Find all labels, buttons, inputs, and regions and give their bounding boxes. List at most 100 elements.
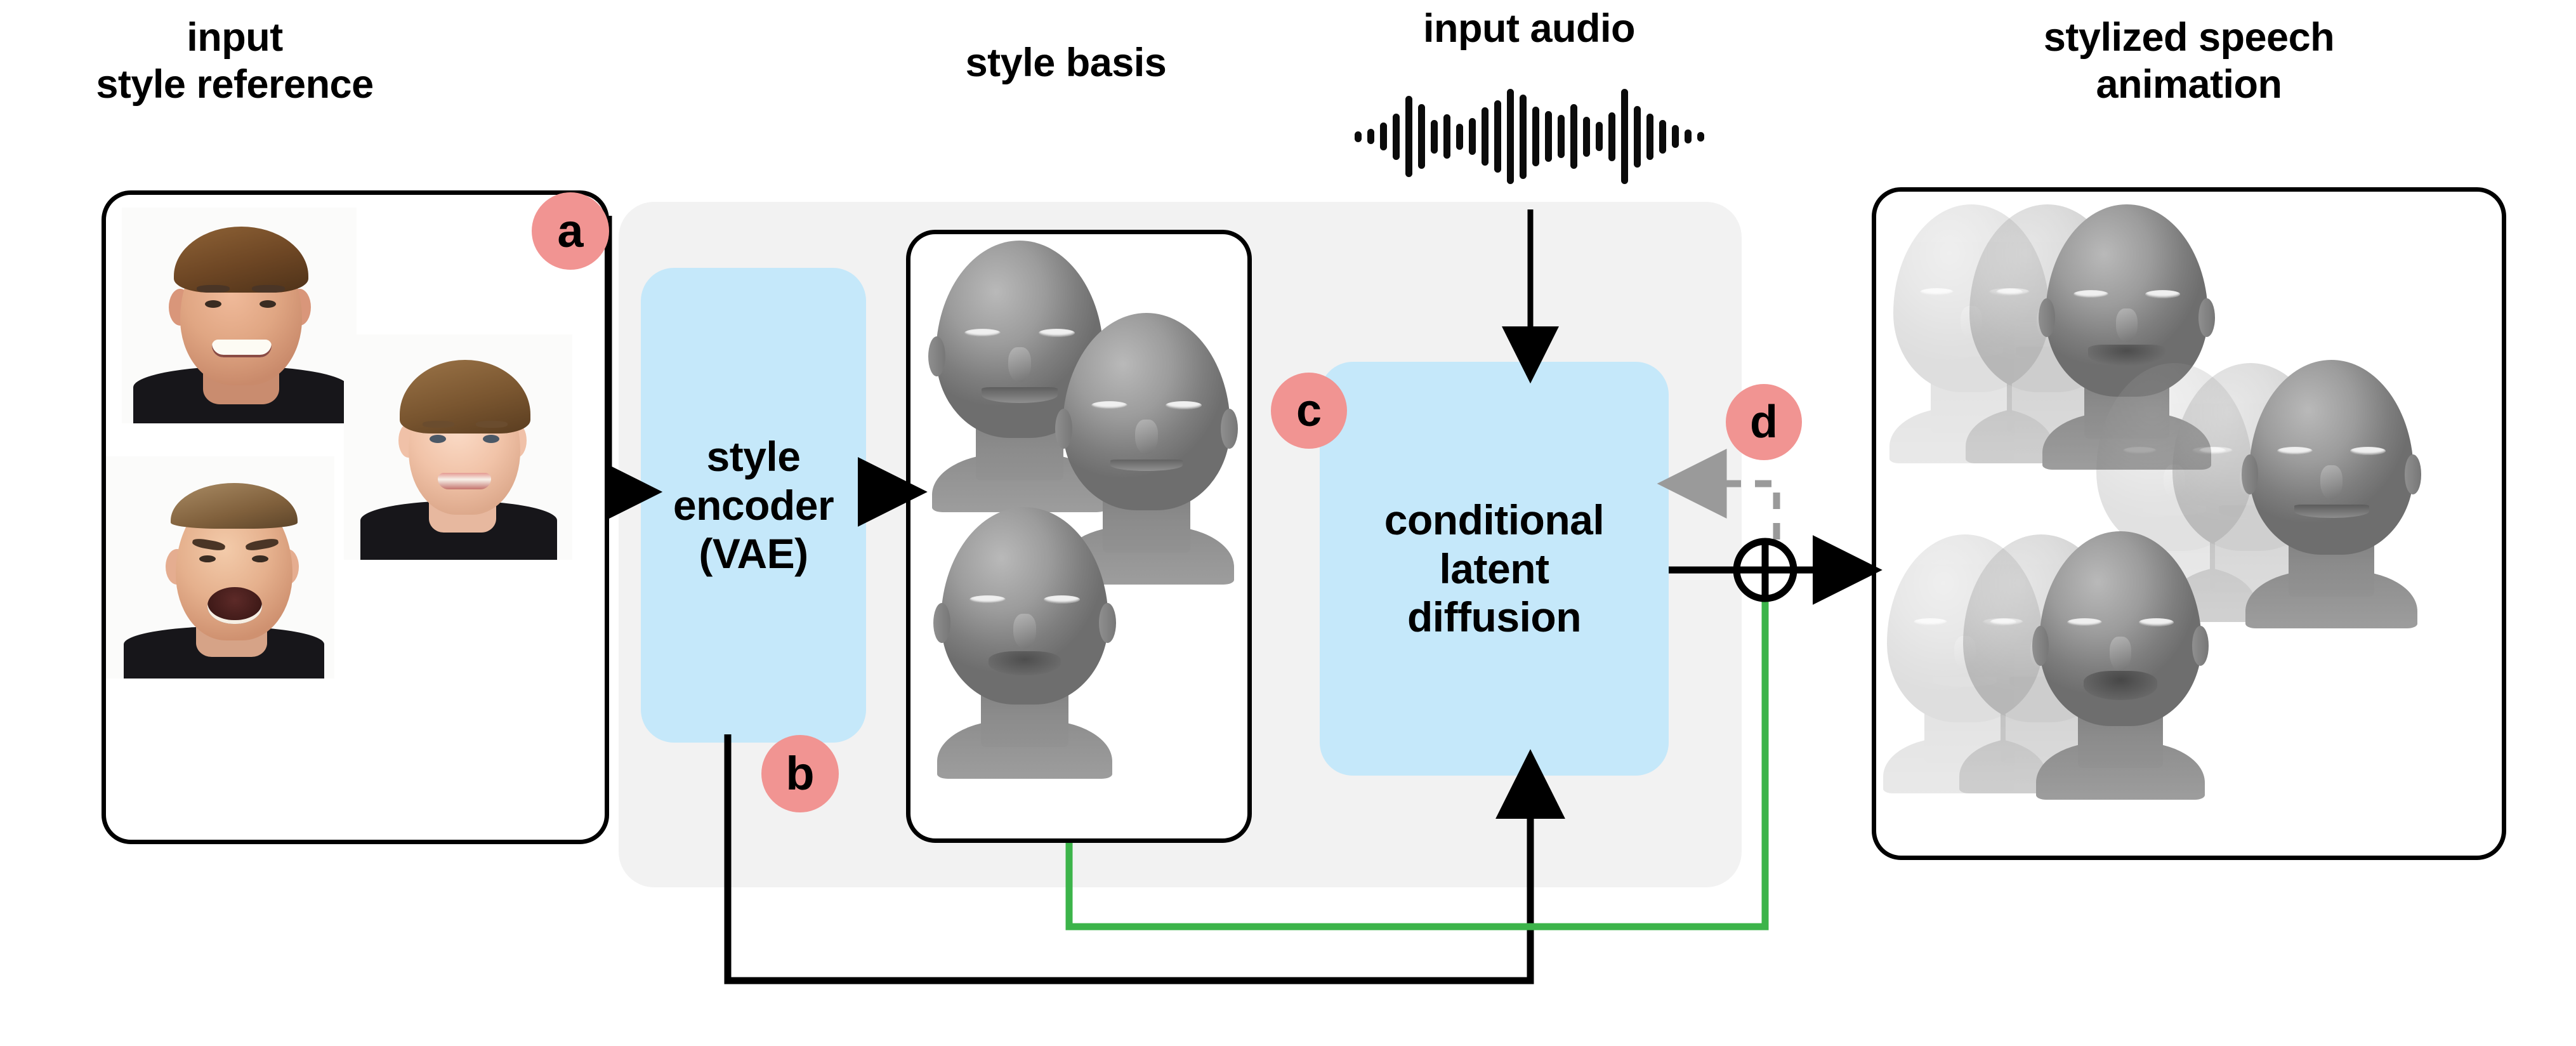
mesh-cranium bbox=[1893, 204, 2050, 392]
caption-style-basis: style basis bbox=[965, 41, 1167, 85]
waveform-bar bbox=[1456, 123, 1463, 150]
mesh-ear-left bbox=[2032, 626, 2049, 666]
mesh-ear-left bbox=[928, 336, 945, 377]
mesh-eye-right bbox=[1983, 618, 2017, 626]
waveform-bar bbox=[1430, 119, 1438, 154]
mesh-eye-left bbox=[2198, 447, 2233, 455]
mouth-smiling bbox=[212, 340, 272, 357]
waveform-bar bbox=[1608, 112, 1615, 161]
eye-right bbox=[252, 555, 268, 562]
mesh-nose bbox=[1013, 614, 1036, 649]
style-reference-photo-smiling-woman bbox=[344, 334, 572, 560]
mouth-open-shouting bbox=[207, 587, 262, 624]
mesh-cranium bbox=[1886, 534, 2044, 722]
style-basis-mesh-2 bbox=[1051, 313, 1242, 585]
badge-d-label: d bbox=[1750, 397, 1778, 447]
mesh-eye-right bbox=[2350, 446, 2386, 455]
style-reference-photo-smiling-man bbox=[122, 208, 357, 423]
brow-right bbox=[252, 285, 285, 293]
input-audio-waveform bbox=[1320, 89, 1738, 184]
waveform-bar bbox=[1633, 105, 1641, 168]
mesh-nose bbox=[1961, 306, 1982, 339]
mesh-nose bbox=[1008, 347, 1031, 382]
mesh-cranium bbox=[1063, 313, 1230, 510]
mesh-eye-left bbox=[969, 595, 1006, 604]
mesh-eye-right bbox=[2192, 447, 2226, 455]
mesh-nose bbox=[2164, 465, 2185, 498]
mesh-nose bbox=[2115, 308, 2138, 343]
style-basis-box bbox=[906, 230, 1252, 843]
mesh-eye-left bbox=[1091, 401, 1127, 409]
waveform-bar bbox=[1646, 113, 1653, 160]
mesh-mouth bbox=[1933, 677, 1997, 687]
waveform-bar bbox=[1405, 96, 1412, 177]
waveform-bar bbox=[1582, 116, 1590, 157]
mesh-mouth-open-smile bbox=[2088, 345, 2165, 366]
mesh-eye-left bbox=[2073, 290, 2108, 298]
brow-left bbox=[197, 285, 230, 293]
mesh-ear-right bbox=[2192, 626, 2209, 666]
waveform-bar bbox=[1557, 115, 1565, 158]
module-style-encoder[interactable]: style encoder (VAE) bbox=[641, 268, 866, 743]
waveform-bar bbox=[1595, 122, 1603, 151]
waveform-bar bbox=[1519, 94, 1527, 179]
eye-left bbox=[430, 435, 446, 443]
badge-b-label: b bbox=[785, 747, 815, 800]
waveform-bar bbox=[1532, 107, 1539, 166]
face-shouting-man bbox=[106, 456, 334, 679]
waveform-bar bbox=[1392, 113, 1400, 160]
mesh-eye-right bbox=[2145, 290, 2181, 298]
style-basis-mesh-3 bbox=[930, 507, 1120, 779]
badge-a-label: a bbox=[557, 204, 584, 257]
animation-mesh-row3-solid bbox=[2028, 531, 2212, 800]
mouth-smiling bbox=[438, 473, 491, 489]
caption-input-style-reference: input style reference bbox=[96, 15, 374, 107]
style-reference-photo-shouting-man bbox=[106, 456, 334, 679]
caption-input-audio: input audio bbox=[1423, 6, 1635, 51]
waveform-bar bbox=[1671, 125, 1679, 148]
mesh-cranium bbox=[2096, 363, 2253, 551]
mesh-eye-right bbox=[1166, 401, 1202, 409]
mesh-eye-left bbox=[2277, 446, 2313, 455]
hair bbox=[171, 483, 298, 529]
eye-left bbox=[199, 555, 216, 562]
waveform-bar bbox=[1570, 104, 1577, 169]
face-smiling-man bbox=[122, 208, 357, 423]
mesh-nose bbox=[1135, 420, 1158, 454]
mesh-eye-left bbox=[1919, 288, 1954, 296]
badge-a: a bbox=[532, 192, 609, 270]
mesh-mouth-smirk bbox=[1110, 460, 1183, 472]
caption-stylized-speech-animation: stylized speech animation bbox=[2043, 15, 2335, 107]
mesh-eye-left bbox=[1995, 288, 2030, 296]
eye-left bbox=[205, 300, 221, 308]
mesh-eye-left bbox=[964, 328, 1001, 337]
brow-left bbox=[423, 421, 454, 428]
mesh-ear-left bbox=[2038, 298, 2055, 338]
hair bbox=[400, 360, 530, 434]
waveform-bar bbox=[1468, 118, 1476, 155]
mesh-eye-left bbox=[2067, 618, 2102, 626]
waveform-bar bbox=[1379, 122, 1387, 150]
mesh-ear-right bbox=[1221, 409, 1238, 449]
waveform-bar bbox=[1620, 89, 1628, 184]
waveform-bar bbox=[1494, 100, 1501, 173]
mesh-mouth-open bbox=[989, 651, 1061, 675]
mesh-mouth bbox=[1939, 347, 2004, 357]
animation-mesh-row1-ghost1 bbox=[1883, 204, 2060, 463]
module-conditional-latent-diffusion[interactable]: conditional latent diffusion bbox=[1320, 362, 1669, 776]
eye-right bbox=[483, 435, 499, 443]
mesh-ear-left bbox=[2241, 454, 2259, 494]
badge-c: c bbox=[1271, 373, 1347, 449]
mesh-mouth-smile bbox=[982, 387, 1058, 404]
mesh-eye-left bbox=[2122, 447, 2157, 455]
mesh-ear-right bbox=[2404, 454, 2422, 494]
mesh-ear-right bbox=[2198, 298, 2216, 338]
waveform-bar bbox=[1354, 131, 1362, 142]
mesh-eye-left bbox=[1989, 618, 2023, 626]
mesh-ear-left bbox=[933, 603, 950, 644]
input-style-reference-box bbox=[102, 190, 609, 844]
mesh-eye-right bbox=[1039, 328, 1075, 337]
mesh-eye-left bbox=[1913, 618, 1947, 626]
waveform-bar bbox=[1697, 131, 1704, 142]
